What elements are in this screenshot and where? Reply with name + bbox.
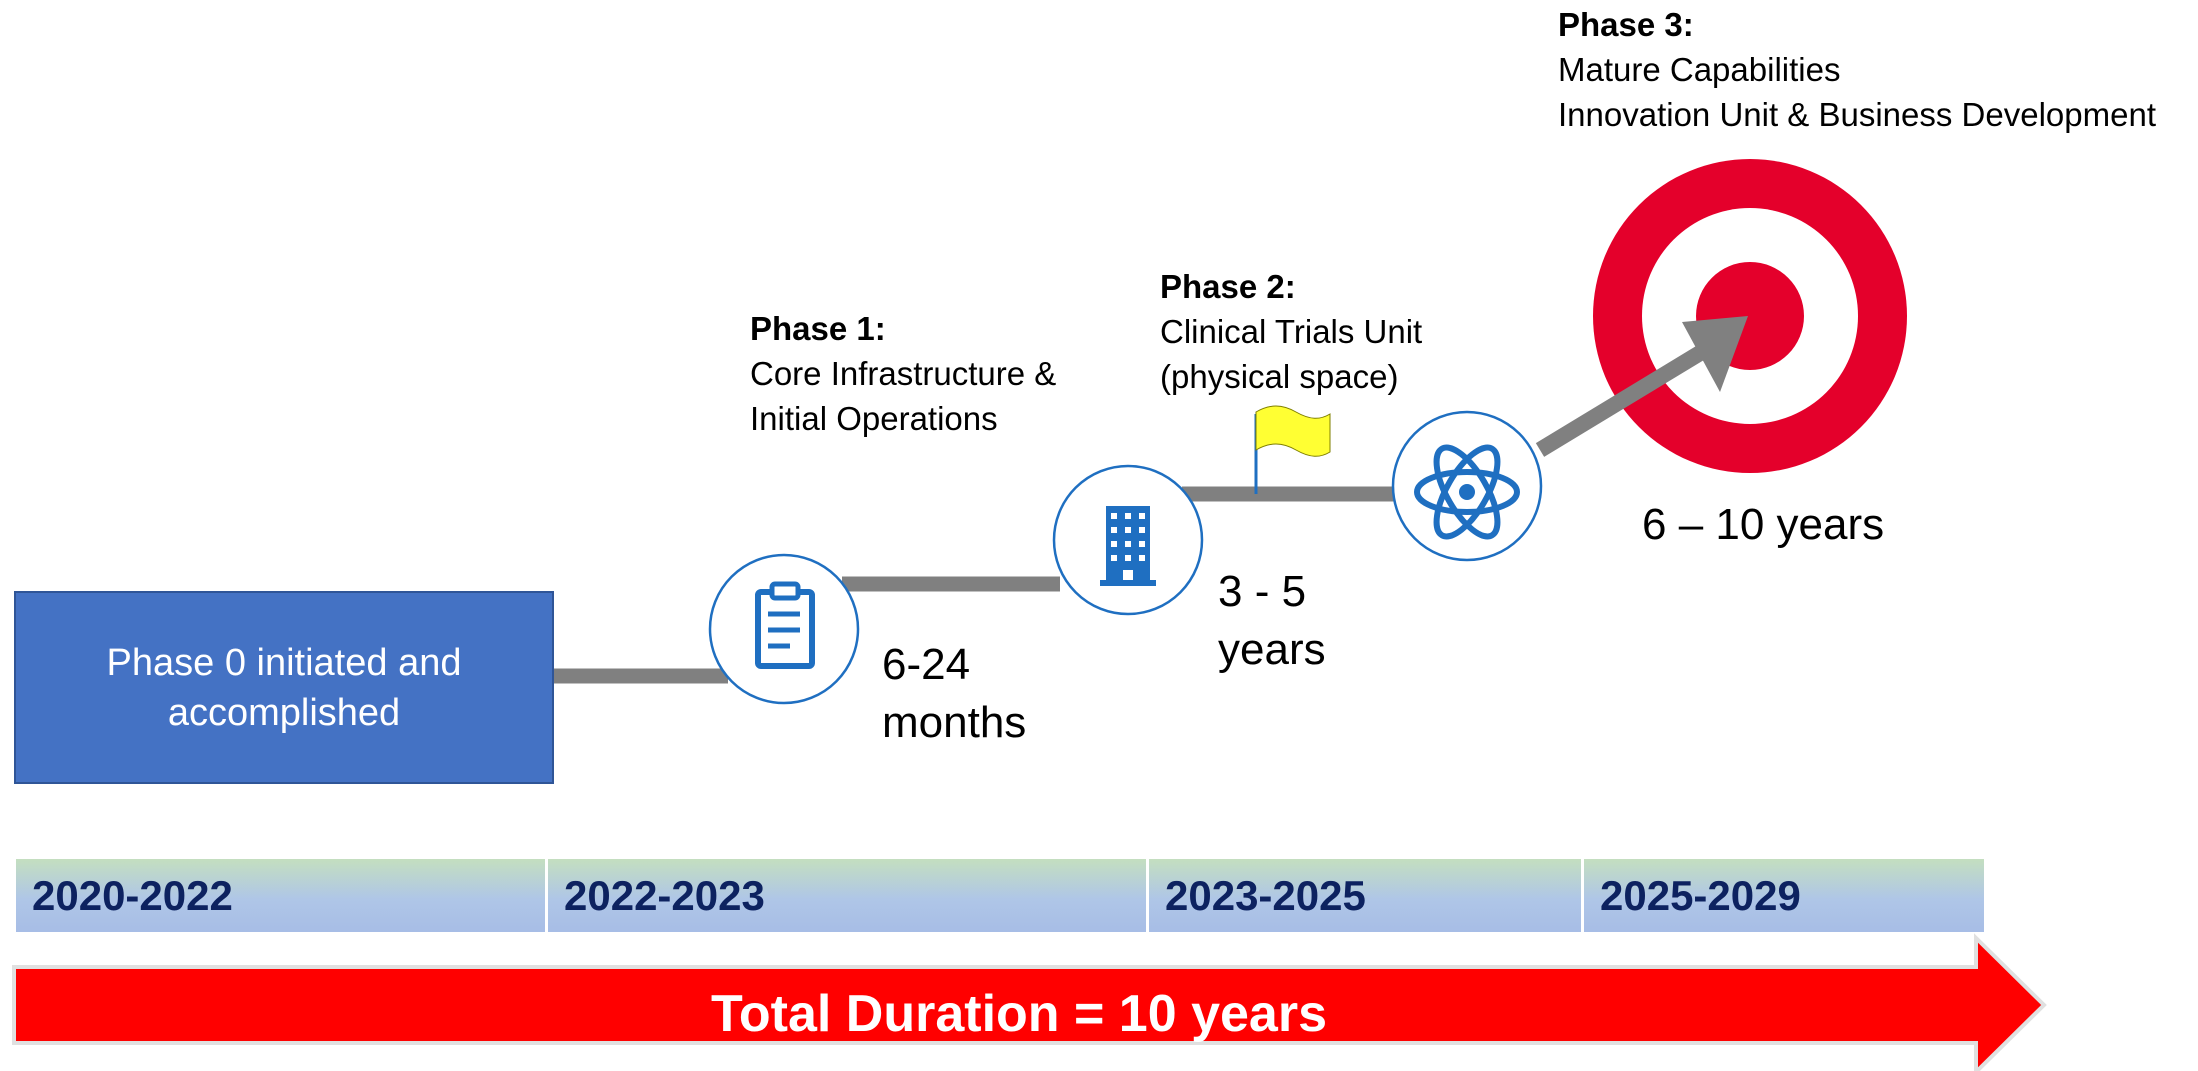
year-cell: 2022-2023 xyxy=(548,859,1149,932)
phase2-duration-line-1: 3 - 5 xyxy=(1218,567,1307,616)
year-cell: 2020-2022 xyxy=(16,859,548,932)
phase2-line-1: Clinical Trials Unit xyxy=(1160,313,1423,350)
phase1-line-2: Initial Operations xyxy=(750,400,998,437)
building-icon xyxy=(1052,464,1204,616)
phase1-duration-line-2: months xyxy=(882,698,1027,747)
phase3-text: Phase 3: Mature Capabilities Innovation … xyxy=(1558,2,2156,137)
flag-icon xyxy=(1254,405,1331,494)
year-cell: 2025-2029 xyxy=(1584,859,1984,932)
clipboard-icon xyxy=(708,553,860,705)
phase1-duration: 6-24 months xyxy=(882,636,1026,752)
phase3-title: Phase 3: xyxy=(1558,6,1694,43)
phase1-duration-line-1: 6-24 xyxy=(882,640,971,689)
phase2-duration-line-2: years xyxy=(1218,625,1326,674)
phase1-title: Phase 1: xyxy=(750,310,886,347)
phase3-line-1: Mature Capabilities xyxy=(1558,51,1841,88)
year-bar: 2020-2022 2022-2023 2023-2025 2025-2029 xyxy=(16,859,1984,932)
total-duration-label: Total Duration = 10 years xyxy=(710,985,1328,1043)
phase3-line-2: Innovation Unit & Business Development xyxy=(1558,96,2156,133)
year-cell: 2023-2025 xyxy=(1149,859,1584,932)
phase0-box: Phase 0 initiated and accomplished xyxy=(14,591,554,784)
phase2-line-2: (physical space) xyxy=(1160,358,1399,395)
phase2-text: Phase 2: Clinical Trials Unit (physical … xyxy=(1160,264,1422,399)
phase2-duration: 3 - 5 years xyxy=(1218,563,1326,679)
total-duration-arrow xyxy=(12,933,2047,1071)
phase1-text: Phase 1: Core Infrastructure & Initial O… xyxy=(750,306,1056,441)
phase1-line-1: Core Infrastructure & xyxy=(750,355,1057,392)
phase3-duration: 6 – 10 years xyxy=(1642,500,1885,549)
target-arrow xyxy=(1535,316,1748,457)
phase0-label: Phase 0 initiated and accomplished xyxy=(106,641,462,734)
atom-icon xyxy=(1391,410,1543,562)
phase2-title: Phase 2: xyxy=(1160,268,1296,305)
target-icon xyxy=(1593,159,1907,473)
